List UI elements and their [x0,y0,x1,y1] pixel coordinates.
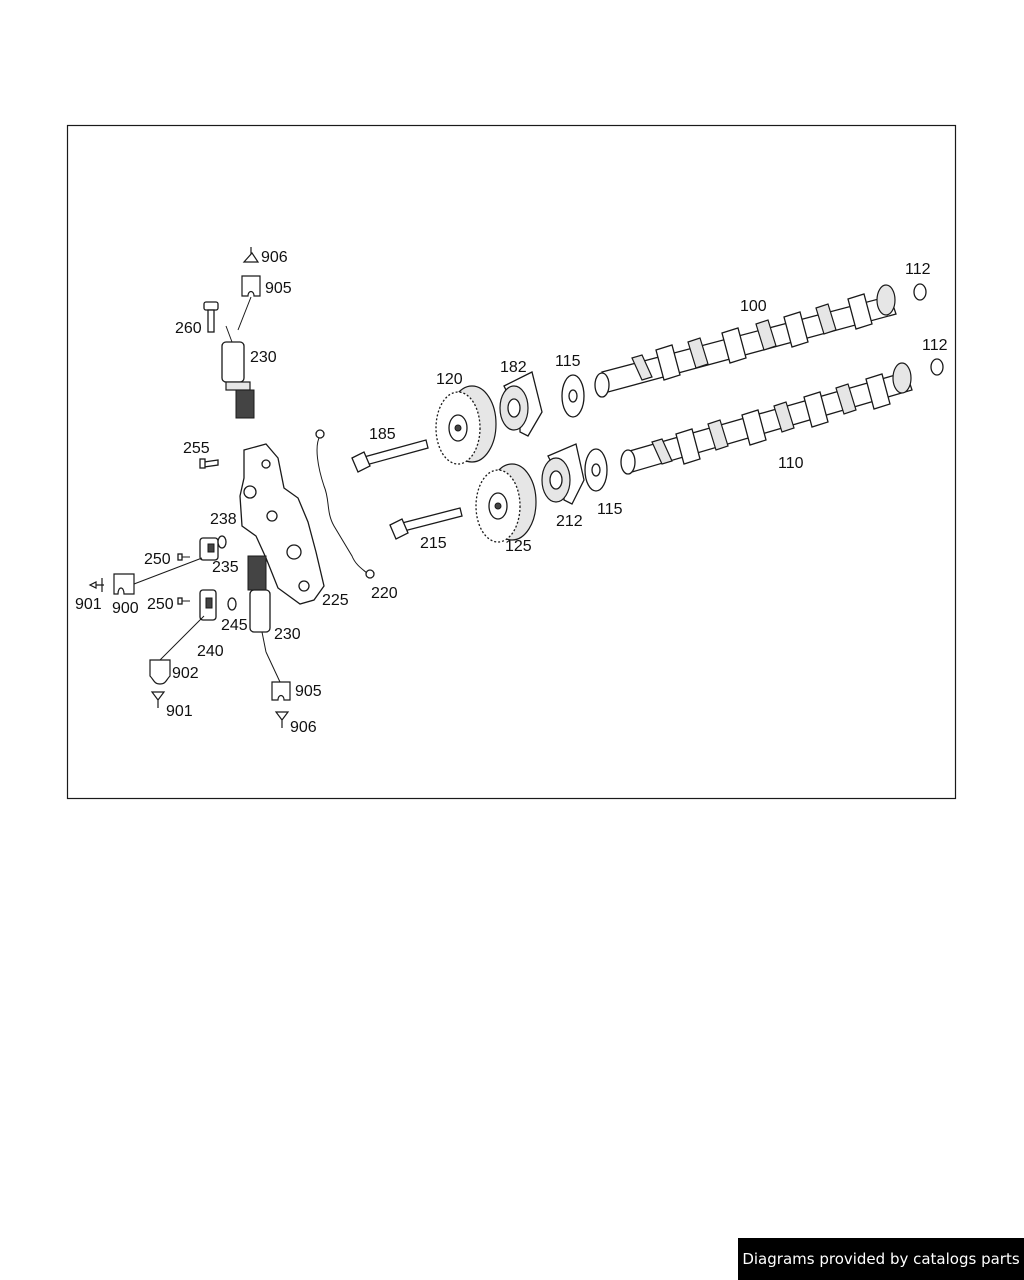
callout-235: 235 [212,559,239,576]
callout-212: 212 [556,513,583,530]
callout-905: 905 [295,683,322,700]
callout-labels: 906 905 260 230 255 238 250 235 901 900 … [75,249,948,736]
callout-255: 255 [183,440,210,457]
camshaft-110-lobes [651,373,891,465]
plug-112-upper[interactable] [913,283,927,301]
bolt-215[interactable] [389,507,463,540]
washer-115-upper[interactable] [561,374,585,418]
bolt-255[interactable] [199,458,219,469]
callout-901: 901 [75,596,102,613]
callout-905: 905 [265,280,292,297]
callout-230: 230 [274,626,301,643]
screw-250-upper[interactable] [177,553,190,561]
connector-symbol-905-upper [241,275,261,297]
connector-symbol-901-left [88,578,104,592]
callout-906: 906 [261,249,288,266]
callout-250: 250 [147,596,174,613]
callout-110: 110 [778,455,804,472]
seal-ring-245[interactable] [227,597,237,611]
camshaft-100-lobes [631,293,873,381]
connector-symbol-905-lower [271,681,291,701]
callout-250: 250 [144,551,171,568]
sensor-240[interactable] [199,589,217,621]
callout-240: 240 [197,643,224,660]
seal-ring-238[interactable] [217,535,227,549]
callout-215: 215 [420,535,447,552]
callout-238: 238 [210,511,237,528]
connector-symbol-901-lower [150,691,166,708]
leader-lines [133,296,281,683]
gasket-220-end-top [315,429,325,439]
credit-banner: Diagrams provided by catalogs parts [738,1238,1024,1280]
washer-115-lower[interactable] [584,448,608,492]
solenoid-230-lower[interactable] [247,555,271,653]
callout-112: 112 [922,337,948,354]
gasket-220[interactable] [316,435,369,575]
callout-220: 220 [371,585,398,602]
screw-250-lower[interactable] [177,597,190,605]
camshaft-100[interactable] [594,284,897,398]
bolt-260[interactable] [203,301,219,333]
camshaft-110[interactable] [620,362,913,475]
solenoid-230-upper[interactable] [221,325,255,419]
connector-symbol-900 [113,573,135,595]
callout-100: 100 [740,298,767,315]
connector-symbol-906-upper [242,247,260,263]
callout-245: 245 [221,617,248,634]
callout-906: 906 [290,719,317,736]
sensor-235[interactable] [199,537,219,561]
callout-902: 902 [172,665,199,682]
callout-115: 115 [597,501,623,518]
callout-185: 185 [369,426,396,443]
callout-230: 230 [250,349,277,366]
sensor-wheel-182[interactable] [499,371,543,437]
camshaft-adjuster-120[interactable] [435,385,497,465]
callout-120: 120 [436,371,463,388]
plug-112-lower[interactable] [930,358,944,376]
bolt-185[interactable] [351,439,429,473]
callout-182: 182 [500,359,527,376]
camshaft-adjuster-125[interactable] [475,463,537,543]
gasket-220-end-bottom [365,569,375,579]
callout-901: 901 [166,703,193,720]
connector-symbol-906-lower [274,711,290,728]
callout-125: 125 [505,538,532,555]
housing-225[interactable] [239,443,325,605]
sensor-wheel-212[interactable] [541,443,585,505]
callout-225: 225 [322,592,349,609]
credit-text: Diagrams provided by catalogs parts [742,1250,1020,1268]
connector-symbol-902 [149,659,171,685]
callout-115: 115 [555,353,581,370]
callout-112: 112 [905,261,931,278]
callout-900: 900 [112,600,139,617]
callout-260: 260 [175,320,202,337]
